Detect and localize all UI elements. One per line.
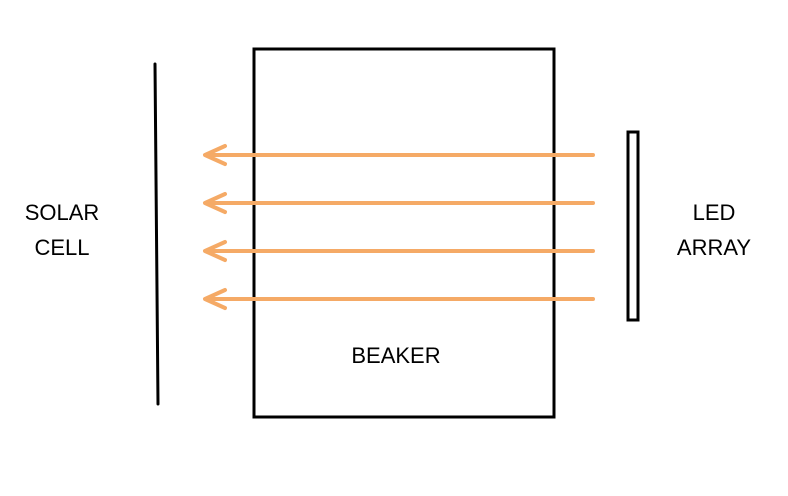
light-ray-1-arrowhead (203, 144, 227, 166)
led-array-label: LED ARRAY (654, 195, 774, 265)
led-array-label-line1: LED (692, 200, 736, 225)
light-ray-2-arrowhead (203, 192, 227, 214)
solar-cell-label-line1: SOLAR (24, 200, 100, 225)
light-ray-4-arrowhead (203, 288, 227, 310)
solar-cell-label: SOLAR CELL (2, 195, 122, 265)
solar-cell-panel (153, 62, 160, 406)
solar-cell-label-line2: CELL (34, 235, 90, 260)
led-array-bar (626, 130, 640, 322)
light-rays (203, 144, 595, 310)
light-ray-3-arrowhead (203, 240, 227, 262)
beaker-label: BEAKER (351, 343, 441, 368)
led-array-label-line2: ARRAY (676, 235, 752, 260)
beaker-outline (252, 47, 556, 419)
